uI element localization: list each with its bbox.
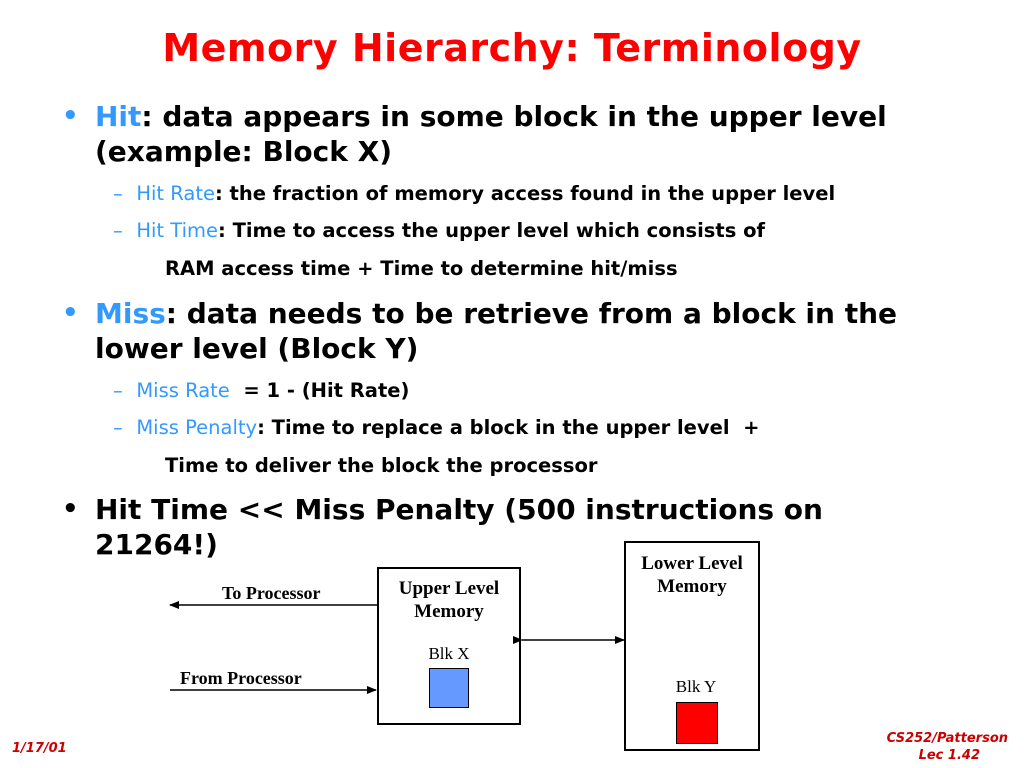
hit-rate-text: : the fraction of memory access found in… — [214, 182, 836, 205]
hit-text-1: : data appears in some block in the uppe… — [141, 100, 887, 133]
dash-hit-rate: – — [113, 182, 123, 205]
upper-level-title-line-1: Upper Level — [398, 578, 500, 599]
blk-y-block — [676, 702, 718, 744]
hit-time-text: : Time to access the upper level which c… — [217, 219, 766, 242]
dash-hit-time: – — [113, 219, 123, 242]
footer-date: 1/17/01 — [12, 741, 67, 756]
hit-term: Hit — [95, 100, 142, 133]
upper-level-title-line-2: Memory — [414, 601, 484, 622]
hit-line-1: Hit: data appears in some block in the u… — [95, 99, 887, 134]
blk-x-block — [429, 668, 469, 708]
dash-miss-penalty: – — [113, 416, 123, 439]
hit-time-term: Hit Time — [136, 219, 218, 242]
hit-vs-miss-line-2: 21264!) — [95, 528, 218, 561]
slide-title: Memory Hierarchy: Terminology — [162, 26, 862, 70]
hit-line-2: (example: Block X) — [95, 135, 393, 168]
miss-penalty-text: : Time to replace a block in the upper l… — [257, 416, 760, 439]
upper-level-title: Upper Level Memory — [379, 577, 519, 623]
bullet-hit-vs-miss: • — [62, 494, 79, 524]
dash-miss-rate: – — [113, 379, 123, 402]
miss-line-1: Miss: data needs to be retrieve from a b… — [95, 296, 897, 331]
miss-rate-term: Miss Rate — [136, 379, 230, 402]
miss-term: Miss — [95, 297, 166, 330]
blk-x-label: Blk X — [428, 644, 470, 663]
bullet-hit: • — [62, 101, 79, 131]
lower-level-title-line-1: Lower Level — [641, 553, 743, 574]
footer-lecture: Lec 1.42 — [918, 748, 980, 763]
miss-rate-text: = 1 - (Hit Rate) — [229, 379, 410, 402]
hit-rate-term: Hit Rate — [136, 182, 215, 205]
lower-level-memory: Lower Level Memory Blk Y — [624, 541, 760, 751]
hit-rate-item: – Hit Rate: the fraction of memory acces… — [113, 182, 835, 206]
miss-penalty-item: – Miss Penalty: Time to replace a block … — [113, 416, 759, 440]
from-processor-label: From Processor — [180, 668, 302, 688]
miss-text-1: : data needs to be retrieve from a block… — [165, 297, 898, 330]
bullet-miss: • — [62, 298, 79, 328]
hit-vs-miss-line-1: Hit Time << Miss Penalty (500 instructio… — [95, 493, 823, 526]
miss-penalty-term: Miss Penalty — [136, 416, 258, 439]
upper-level-memory: Upper Level Memory Blk X — [377, 567, 521, 725]
miss-line-2: lower level (Block Y) — [95, 332, 419, 365]
lower-level-title: Lower Level Memory — [626, 552, 758, 598]
footer-course: CS252/Patterson — [886, 731, 1008, 746]
hit-time-cont: RAM access time + Time to determine hit/… — [165, 257, 678, 280]
lower-level-title-line-2: Memory — [657, 576, 727, 597]
blk-y-label: Blk Y — [675, 677, 717, 696]
miss-rate-item: – Miss Rate = 1 - (Hit Rate) — [113, 379, 409, 403]
miss-penalty-cont: Time to deliver the block the processor — [165, 454, 598, 477]
to-processor-label: To Processor — [222, 583, 321, 603]
hit-time-item: – Hit Time: Time to access the upper lev… — [113, 219, 765, 243]
